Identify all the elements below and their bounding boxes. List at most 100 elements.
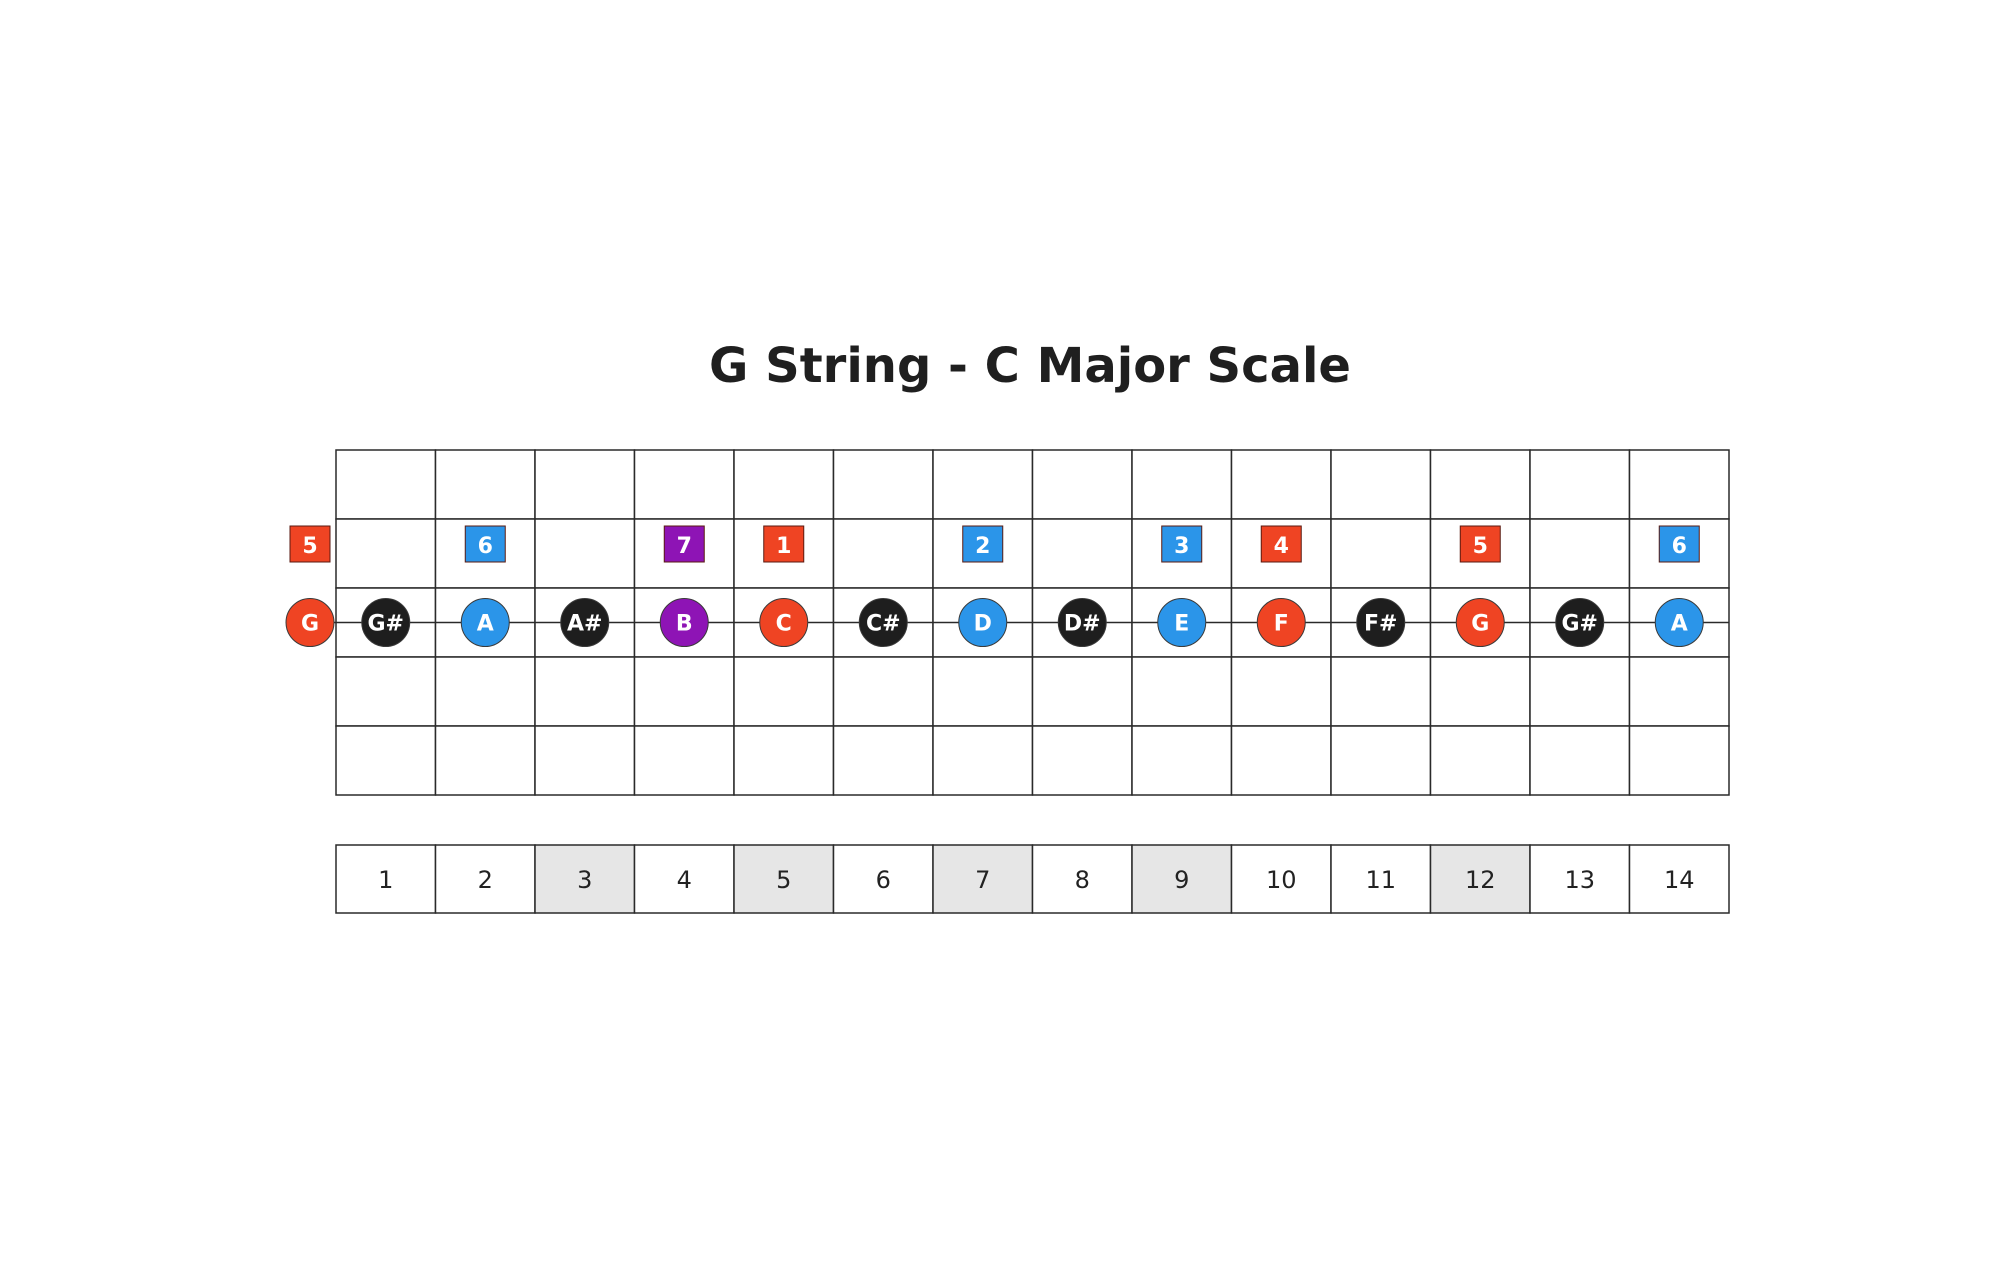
note-label: G xyxy=(301,612,319,637)
note-label: B xyxy=(676,612,693,637)
note-marker: C# xyxy=(858,598,908,647)
note-label: A xyxy=(477,612,494,637)
note-label: D xyxy=(974,612,992,637)
note-label: D# xyxy=(1064,612,1101,637)
note-marker: A# xyxy=(560,598,610,647)
fretboard-cell xyxy=(932,656,1034,727)
fret-number-cell xyxy=(1429,844,1531,914)
fretboard-cell xyxy=(932,449,1034,520)
note-dot xyxy=(659,598,709,647)
fretboard-cell xyxy=(633,725,735,796)
fretboard-cell xyxy=(1628,725,1730,796)
fret-number-label: 7 xyxy=(975,866,990,894)
note-marker: G# xyxy=(1555,598,1605,647)
degree-label: 4 xyxy=(1274,534,1289,559)
note-dot xyxy=(1356,598,1406,647)
fretboard-cell xyxy=(733,449,835,520)
fretboard-cell xyxy=(1429,656,1531,727)
degree-badge xyxy=(1260,525,1302,563)
fretboard-cell xyxy=(932,725,1034,796)
degree-badge xyxy=(962,525,1004,563)
note-label: F# xyxy=(1364,612,1397,637)
fretboard-cell xyxy=(434,725,536,796)
note-marker: 5G xyxy=(1455,525,1505,647)
fretboard-cell xyxy=(1031,518,1133,589)
note-label: C# xyxy=(866,612,901,637)
note-label: A xyxy=(1671,612,1688,637)
fretboard-cell xyxy=(1230,656,1332,727)
fretboard-cell xyxy=(1230,725,1332,796)
fretboard-cell xyxy=(633,449,735,520)
degree-label: 3 xyxy=(1174,534,1189,559)
note-dot xyxy=(1555,598,1605,647)
note-dot xyxy=(1654,598,1704,647)
fretboard-cell xyxy=(1429,725,1531,796)
fret-number-label: 14 xyxy=(1664,866,1695,894)
note-marker: 6A xyxy=(1654,525,1704,647)
fretboard-cell xyxy=(832,449,934,520)
fret-number-label: 1 xyxy=(378,866,393,894)
fretboard-cell xyxy=(1131,656,1233,727)
degree-badge xyxy=(289,525,331,563)
note-dot xyxy=(1256,598,1306,647)
degree-label: 6 xyxy=(1672,534,1687,559)
fretboard-cell xyxy=(1330,725,1432,796)
fretboard-cell xyxy=(1031,656,1133,727)
fretboard-cell xyxy=(1628,656,1730,727)
fret-number-cell xyxy=(335,844,437,914)
note-dot xyxy=(285,598,335,647)
note-marker: 7B xyxy=(659,525,709,647)
fretboard-cell xyxy=(832,518,934,589)
degree-label: 5 xyxy=(1473,534,1488,559)
fret-number-label: 12 xyxy=(1465,866,1496,894)
note-marker: 5G xyxy=(285,525,335,647)
note-dot xyxy=(460,598,510,647)
degree-badge xyxy=(663,525,705,563)
fretboard-cell xyxy=(1230,449,1332,520)
fretboard-cell xyxy=(1529,656,1631,727)
fretboard-cell xyxy=(1330,449,1432,520)
fret-number-cell xyxy=(434,844,536,914)
degree-label: 5 xyxy=(302,534,317,559)
fret-number-cell xyxy=(733,844,835,914)
fretboard-cell xyxy=(335,656,437,727)
note-dot xyxy=(1157,598,1207,647)
fretboard-cell xyxy=(534,449,636,520)
note-marker: 1C xyxy=(759,525,809,647)
fret-number-label: 4 xyxy=(677,866,692,894)
degree-label: 6 xyxy=(478,534,493,559)
fret-number-label: 8 xyxy=(1075,866,1090,894)
degree-label: 1 xyxy=(776,534,791,559)
fret-number-label: 10 xyxy=(1266,866,1297,894)
fretboard-cell xyxy=(1529,725,1631,796)
note-marker: 4F xyxy=(1256,525,1306,647)
note-label: A# xyxy=(567,612,602,637)
fretboard-cell xyxy=(1429,449,1531,520)
fret-number-cell xyxy=(1628,844,1730,914)
fret-number-label: 6 xyxy=(876,866,891,894)
fretboard-cell xyxy=(1031,725,1133,796)
degree-badge xyxy=(763,525,805,563)
fretboard-cell xyxy=(534,518,636,589)
fret-number-label: 3 xyxy=(577,866,592,894)
note-dot xyxy=(759,598,809,647)
note-marker: 2D xyxy=(958,525,1008,647)
fretboard-cell xyxy=(335,518,437,589)
degree-badge xyxy=(1161,525,1203,563)
note-label: G# xyxy=(368,612,405,637)
fretboard-cell xyxy=(733,656,835,727)
note-label: C xyxy=(776,612,792,637)
note-dot xyxy=(361,598,411,647)
fret-number-label: 9 xyxy=(1174,866,1189,894)
degree-badge xyxy=(1658,525,1700,563)
note-marker: D# xyxy=(1057,598,1107,647)
degree-label: 2 xyxy=(975,534,990,559)
fret-number-label: 11 xyxy=(1365,866,1396,894)
note-dot xyxy=(560,598,610,647)
fretboard-cell xyxy=(733,725,835,796)
note-marker: F# xyxy=(1356,598,1406,647)
fret-number-label: 2 xyxy=(478,866,493,894)
note-dot xyxy=(1455,598,1505,647)
degree-badge xyxy=(464,525,506,563)
